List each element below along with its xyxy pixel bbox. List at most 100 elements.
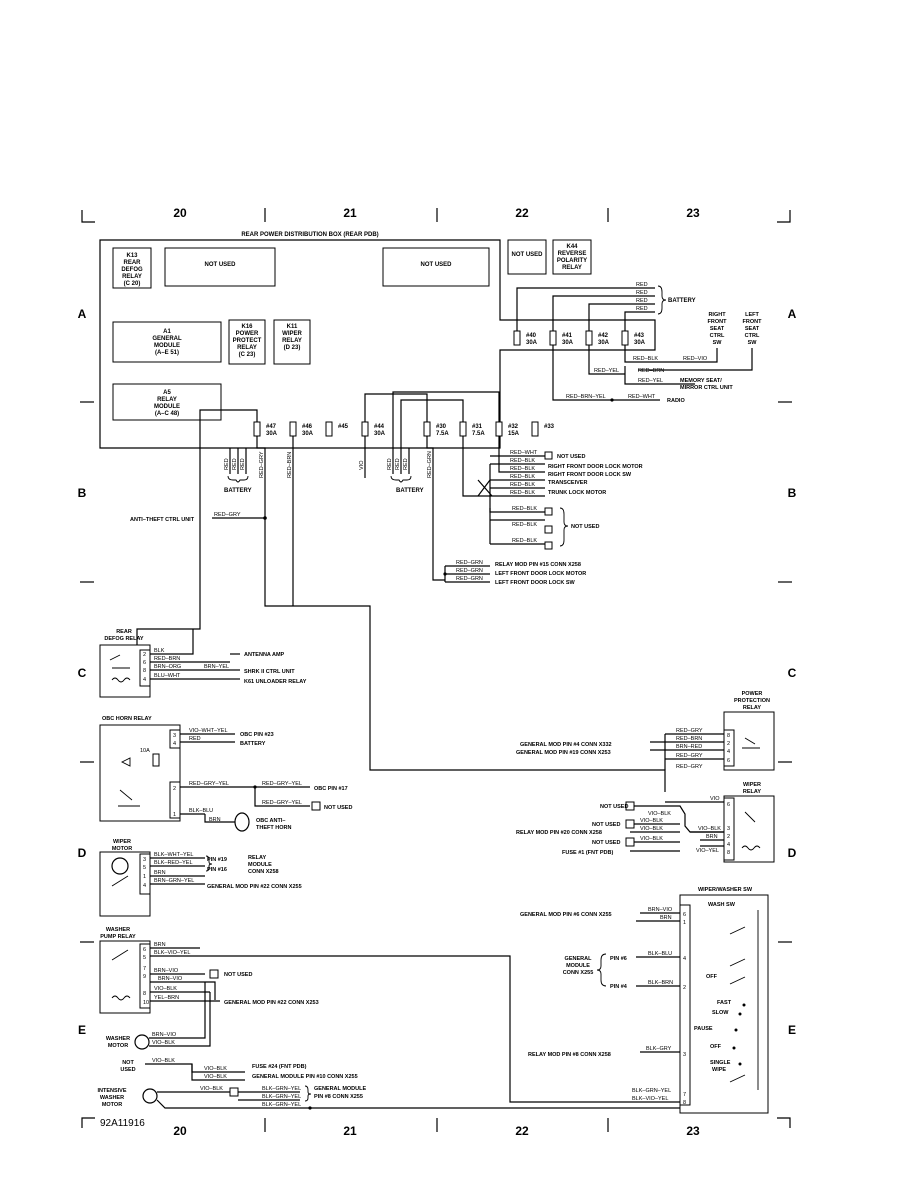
wire-label: RED [189, 736, 201, 742]
wire-red-4: RED [636, 306, 648, 312]
wire-label: PIN #16 [207, 867, 227, 873]
wire-label: K61 UNLOADER RELAY [244, 679, 307, 685]
wire-label: NOT [122, 1060, 134, 1066]
svg-text:6: 6 [683, 912, 686, 918]
svg-text:8: 8 [727, 733, 730, 739]
a5-l1: A5 [163, 390, 171, 396]
wire-label: MODULE [566, 963, 590, 969]
anti-theft: ANTI–THEFT CTRL UNIT RED–GRY [130, 512, 267, 523]
svg-text:3: 3 [727, 826, 730, 832]
wire-label: GENERAL MOD PIN #22 CONN X253 [224, 1000, 319, 1006]
wire-label: OBC PIN #17 [314, 786, 348, 792]
wire-label: BATTERY [240, 741, 266, 747]
row-labels: A B C D E A B C D E [78, 307, 797, 1037]
figure-id: 92A11916 [100, 1118, 145, 1129]
obc-horn-relay: OBC HORN RELAY 3 4 VIO–WHT–YEL RED OBC P… [99, 716, 352, 832]
wire-label: RED–BRN [154, 656, 180, 662]
wire-label: SW [713, 340, 723, 346]
svg-text:5: 5 [143, 955, 146, 961]
wire-label: OBC ANTI– [256, 818, 285, 824]
svg-text:4: 4 [727, 749, 730, 755]
wire-label: SW [748, 340, 758, 346]
svg-text:3: 3 [683, 1052, 686, 1058]
wire-label: 30A [374, 431, 386, 437]
wire-label: WIPE [712, 1067, 726, 1073]
k44-l1: K44 [566, 244, 578, 250]
wire-label: MIRROR CTRL UNIT [680, 385, 733, 391]
k11-l3: RELAY [282, 338, 302, 344]
wire-label: VIO–YEL [696, 848, 719, 854]
column-labels: 20 21 22 23 20 21 22 23 [173, 206, 700, 1138]
wire-red-brn-seat: RED–BRN [638, 368, 664, 374]
pdb-not-used-left: NOT USED [204, 262, 236, 268]
pdb-bottom-wiring: RED RED RED BATTERY RED–GRY RED–BRN VIO … [136, 391, 666, 792]
a1-l1: A1 [163, 329, 171, 335]
wire-label: LEFT FRONT DOOR LOCK MOTOR [495, 571, 586, 577]
wire-label: WASHER [106, 927, 130, 933]
fuse-30: #307.5A [423, 421, 449, 437]
wire-label: WIPER [743, 782, 761, 788]
wire-label: #31 [472, 424, 483, 430]
row-label-c-right: C [788, 666, 797, 680]
wire-label: BLK [154, 648, 165, 654]
svg-text:8: 8 [727, 850, 730, 856]
wire-label: RED [232, 458, 238, 470]
svg-text:4: 4 [727, 842, 730, 848]
wire-label: BRN–ORG [154, 664, 181, 670]
wire-label: RED–GRY–YEL [189, 781, 229, 787]
wire-label: VIO–BLK [152, 1058, 175, 1064]
svg-text:6: 6 [143, 947, 146, 953]
wire-label: INTENSIVE [97, 1088, 126, 1094]
wire-label: GENERAL MODULE PIN #10 CONN X255 [252, 1074, 358, 1080]
wire-label: VIO–BLK [200, 1086, 223, 1092]
wire-label: GENERAL MOD PIN #22 CONN X255 [207, 884, 302, 890]
wire-label: TRANSCEIVER [548, 480, 587, 486]
wire-red-blk-seat: RED–BLK [633, 356, 658, 362]
wire-label: BRN–VIO [158, 976, 183, 982]
wiper-relay: WIPER RELAY 6 3 2 4 8 VIO NOT USED VIO–B… [516, 782, 775, 863]
svg-text:2: 2 [727, 834, 730, 840]
wire-red-1: RED [636, 282, 648, 288]
wire-label: VIO–BLK [154, 986, 177, 992]
k16-l3: PROTECT [233, 338, 262, 344]
wire-label: NOT USED [600, 804, 628, 810]
wire-label: VIO–BLK [648, 811, 671, 817]
battery-label-left: BATTERY [224, 488, 252, 494]
wire-label: FAST [717, 1000, 732, 1006]
row-label-d-right: D [788, 846, 797, 860]
wiper-washer-switch: WIPER/WASHER SW WASH SW 6 1 4 2 3 7 8 BR… [520, 887, 769, 1114]
wire-label: VIO–BLK [204, 1074, 227, 1080]
wire-label: BLK–VIO–YEL [154, 950, 190, 956]
wire-label: PIN #4 [610, 984, 628, 990]
wire-label: WIPER/WASHER SW [698, 887, 753, 893]
fuse-31: #317.5A [459, 421, 485, 437]
wire-label: PROTECTION [734, 698, 770, 704]
row-label-c: C [78, 666, 87, 680]
k16-l1: K16 [241, 324, 253, 330]
row-label-a-right: A [788, 307, 797, 321]
wire-label: CTRL [710, 333, 725, 339]
wire-label: RED [387, 458, 393, 470]
wire-label: RELAY MOD PIN #20 CONN X258 [516, 830, 602, 836]
wire-label: RED [240, 458, 246, 470]
k44-l4: RELAY [562, 265, 582, 271]
lf-door-lock-outputs: RED–GRN RED–GRN RED–GRN RELAY MOD PIN #1… [443, 560, 586, 586]
svg-text:1: 1 [683, 920, 686, 926]
col-label-22-bottom: 22 [515, 1124, 529, 1138]
wire-label: RED–GRN [456, 568, 483, 574]
wire-label: BLK–GRN–YEL [262, 1094, 301, 1100]
wire-label: GENERAL MOD PIN #6 CONN X255 [520, 912, 612, 918]
k13-l4: RELAY [122, 274, 142, 280]
a5-l4: (A–C 48) [155, 411, 179, 417]
k13-l1: K13 [126, 253, 138, 259]
wire-label: NOT USED [324, 805, 352, 811]
wire-label: VIO [359, 460, 365, 470]
wire-label: GENERAL [565, 956, 593, 962]
fuse-45: #45 [325, 421, 349, 437]
